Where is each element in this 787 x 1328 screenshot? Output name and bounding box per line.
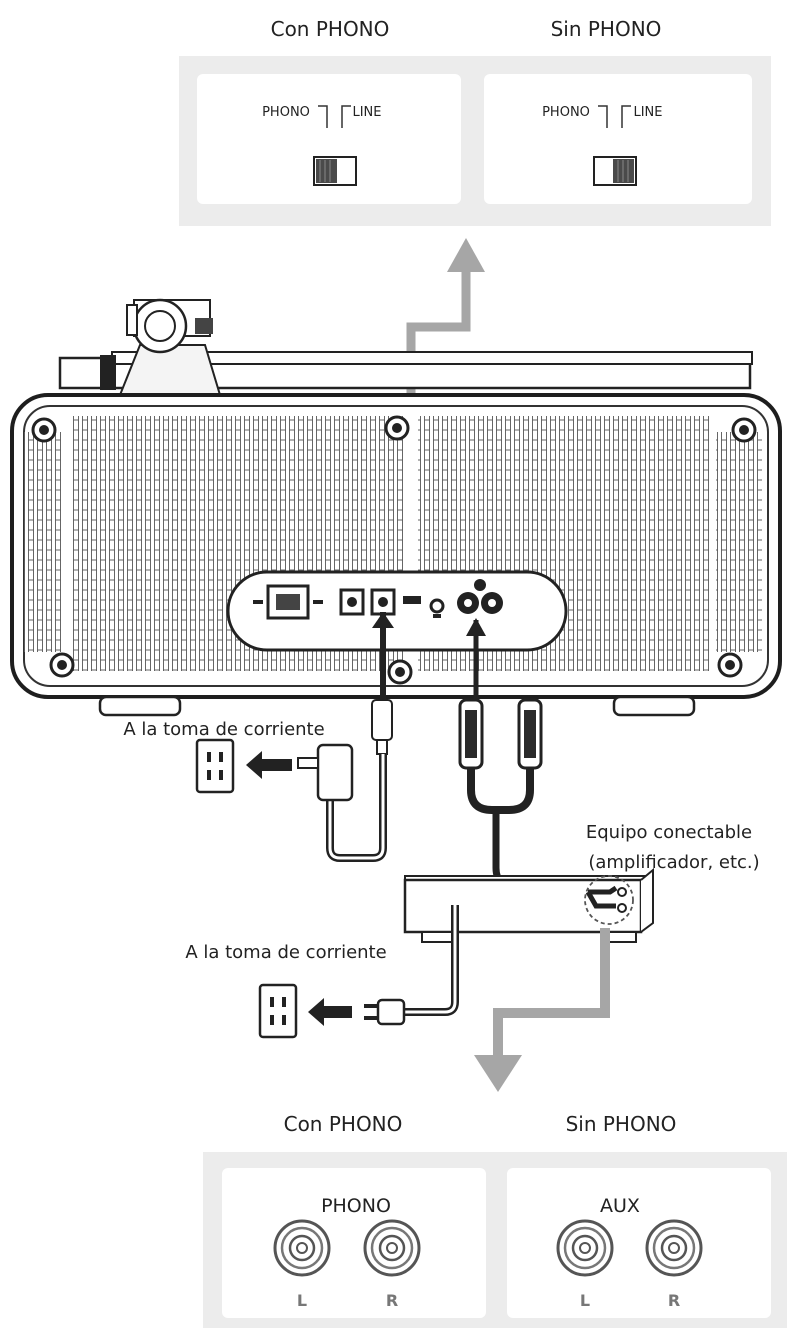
switch-line-label-2: LINE	[633, 105, 662, 120]
top-panel-without-phono-box	[484, 74, 752, 204]
phono-jack-left: L	[273, 1219, 331, 1310]
aux-jack-right: R	[645, 1219, 703, 1310]
rca-cable	[458, 618, 588, 896]
bottom-without-phono-title: Sin PHONO	[566, 1112, 677, 1136]
screws	[31, 415, 757, 685]
wall-outlet-2	[258, 983, 298, 1039]
switch-phono-label: PHONO	[262, 105, 310, 120]
device-label-line1: Equipo conectable	[586, 822, 752, 843]
turntable	[10, 298, 782, 717]
power-adapter: A la toma de corriente	[123, 612, 394, 862]
phono-right-label: R	[386, 1291, 398, 1310]
top-with-phono-title: Con PHONO	[271, 17, 390, 41]
amplifier-power: A la toma de corriente	[185, 905, 459, 1039]
top-panel-with-phono-box	[197, 74, 461, 204]
phono-jack-right: R	[363, 1219, 421, 1310]
phono-line-switch-line: PHONO LINE	[542, 105, 663, 186]
input-location-arrow	[474, 928, 610, 1092]
rear-connector-panel	[226, 570, 568, 652]
amplifier: Equipo conectable (amplificador, etc.)	[403, 822, 760, 943]
top-switch-panel: Con PHONO Sin PHONO PHONO LINE PHONO LIN…	[179, 17, 771, 226]
wall-outlet-1	[195, 738, 235, 794]
aux-left-label: L	[580, 1291, 590, 1310]
aux-jack-left: L	[556, 1219, 614, 1310]
phono-line-switch-phono: PHONO LINE	[262, 105, 382, 186]
switch-line-label: LINE	[352, 105, 381, 120]
aux-right-label: R	[668, 1291, 680, 1310]
top-without-phono-title: Sin PHONO	[551, 17, 662, 41]
phono-input-label: PHONO	[321, 1195, 391, 1217]
bottom-panel-without-phono-box	[507, 1168, 771, 1318]
bottom-with-phono-title: Con PHONO	[284, 1112, 403, 1136]
aux-input-label: AUX	[600, 1195, 640, 1217]
device-label-line2: (amplificador, etc.)	[588, 852, 759, 873]
bottom-input-panel: Con PHONO Sin PHONO PHONO AUX L R	[203, 1112, 787, 1328]
bottom-panel-with-phono-box	[222, 1168, 486, 1318]
switch-phono-label-2: PHONO	[542, 105, 590, 120]
outlet-label-1: A la toma de corriente	[123, 719, 324, 740]
outlet-label-2: A la toma de corriente	[185, 942, 386, 963]
phono-left-label: L	[297, 1291, 307, 1310]
